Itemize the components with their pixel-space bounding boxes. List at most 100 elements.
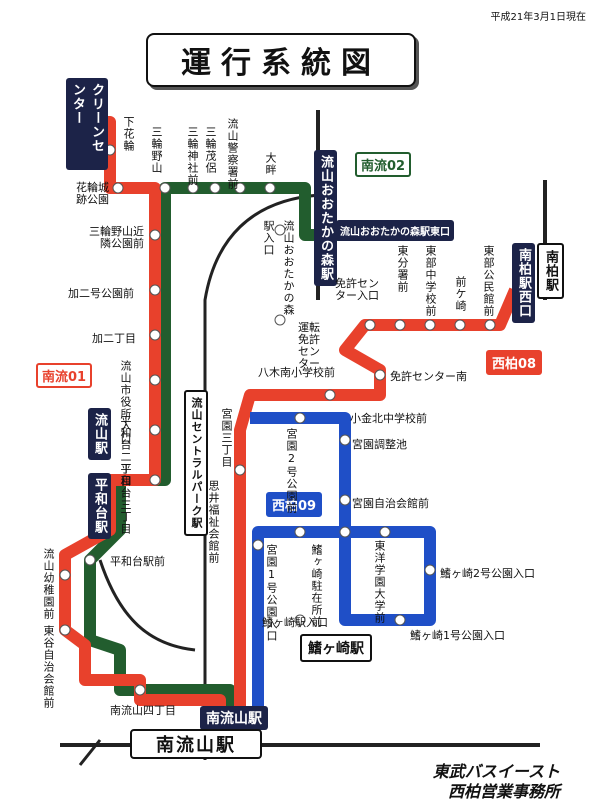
stop-label: 宮園1号公園入口 [265, 544, 278, 642]
stop-marker [59, 624, 71, 636]
stop-label: 流山市役所入口 [119, 360, 132, 444]
stop-label: 東部公民館前 [482, 245, 495, 317]
stop-marker [84, 554, 96, 566]
stop-label: 鰭ヶ崎駐在所前 [310, 544, 323, 628]
route-label-nishikashiwa09: 西柏09 [266, 492, 323, 517]
stop-label: 駅入口 [262, 220, 275, 256]
stop-marker [394, 614, 406, 626]
stop-label: 運転免許センター [298, 321, 320, 370]
stop-label: 小金北中学校前 [350, 412, 427, 425]
route-label-nagare01: 南流01 [36, 363, 93, 388]
route-label-nishikashiwa08: 西柏08 [486, 350, 543, 375]
stop-label: 三輪茂侶 [204, 126, 217, 174]
station-minami-nagareyama[interactable]: 南流山駅 [200, 706, 268, 730]
stop-marker [424, 564, 436, 576]
stop-label: 宮園自治会館前 [352, 497, 429, 510]
station-central-park[interactable]: 流山セントラルパーク駅 [184, 390, 208, 536]
stop-marker [339, 494, 351, 506]
stop-marker [252, 539, 264, 551]
stop-label: 東分署前 [396, 245, 409, 293]
stop-label: 鰭ヶ崎1号公園入口 [410, 629, 505, 642]
stop-marker [112, 182, 124, 194]
stop-label: 平和台三丁目 [119, 463, 132, 535]
stop-marker [149, 229, 161, 241]
stop-label: 八木南小学校前 [258, 366, 335, 379]
stop-marker [394, 319, 406, 331]
stop-marker [59, 569, 71, 581]
stop-marker [379, 526, 391, 538]
route-label-nagare02: 南流02 [355, 152, 412, 177]
stop-label: 流山おおたかの森 [282, 220, 295, 316]
stop-label: 免許センター入口 [335, 277, 379, 302]
map-title: 運行系統図 [146, 33, 416, 87]
stop-marker [264, 182, 276, 194]
stop-marker [159, 182, 171, 194]
stop-marker [294, 526, 306, 538]
route-line-nagare02 [84, 182, 355, 715]
stop-marker [294, 614, 306, 626]
stop-label: 宮園2号公園前 [285, 428, 298, 514]
office-name: 西柏営業事務所 [447, 782, 560, 801]
stop-label: 花輪城跡公園 [76, 181, 109, 206]
station-nagareyama[interactable]: 流山駅 [88, 408, 111, 460]
station-nagareyama-otakanomori[interactable]: 流山おおたかの森駅 [314, 150, 337, 286]
stop-label: 三輪野山近隣公園前 [89, 225, 144, 250]
stop-label: 平和台二丁目 [119, 415, 132, 487]
stop-marker [364, 319, 376, 331]
stop-marker [209, 182, 221, 194]
stop-marker [149, 374, 161, 386]
stop-label: 流山警察署前 [226, 118, 239, 190]
stop-marker [374, 369, 386, 381]
rail-line-musashino-branch [98, 559, 196, 652]
stop-marker [234, 182, 246, 194]
stop-label: 鰭ヶ崎2号公園入口 [440, 567, 535, 580]
stop-label: 大畔 [264, 152, 277, 176]
stop-label: 三輪神社前 [186, 126, 199, 186]
rail-line-musashino [203, 193, 321, 760]
station-minamikashiwa-west[interactable]: 南柏駅西口 [512, 243, 535, 323]
stop-label: 東洋学園大学前 [373, 540, 386, 624]
stop-marker [149, 284, 161, 296]
stop-label: 宮園調整池 [352, 438, 407, 451]
stop-marker [274, 224, 286, 236]
company-name: 東武バスイースト [432, 762, 560, 781]
stop-label: 三輪野山 [150, 126, 163, 174]
stop-marker [187, 182, 199, 194]
stop-marker [424, 319, 436, 331]
stop-marker [234, 464, 246, 476]
stop-label: 前ケ崎 [454, 276, 467, 312]
stop-marker [339, 434, 351, 446]
station-sakigasaki[interactable]: 鰭ヶ崎駅 [300, 634, 372, 662]
stop-label: 宮園三丁目 [220, 408, 233, 468]
station-heiwadai[interactable]: 平和台駅 [88, 473, 111, 539]
stop-label: 東部中学校前 [424, 245, 437, 317]
stop-label: 思井福祉会館前 [207, 480, 220, 564]
station-otakanomori-east[interactable]: 流山おおたかの森駅東口 [336, 220, 454, 241]
stop-label: 加二号公園前 [68, 287, 134, 300]
stop-marker [149, 474, 161, 486]
stop-label: 免許センター南 [390, 370, 467, 383]
stop-marker [149, 424, 161, 436]
stop-marker [324, 389, 336, 401]
stop-marker [454, 319, 466, 331]
stop-marker [484, 319, 496, 331]
stop-label: 下花輪 [122, 116, 135, 152]
station-minamikashiwa[interactable]: 南柏駅 [537, 243, 564, 299]
stop-marker [149, 329, 161, 341]
stop-label: 平和台駅前 [110, 555, 165, 568]
stop-marker [134, 684, 146, 696]
stop-label: 東谷自治会館前 [42, 625, 55, 709]
stop-label: 加二丁目 [92, 332, 136, 345]
stop-label: 鰭ヶ崎駅入口 [262, 616, 328, 629]
date-note: 平成21年3月1日現在 [490, 12, 586, 23]
rail-line-joban-2 [78, 739, 102, 766]
stop-marker [294, 412, 306, 424]
station-minami-nagareyama-main[interactable]: 南流山駅 [130, 729, 262, 759]
stop-label: 南流山四丁目 [110, 704, 176, 717]
stop-marker [274, 314, 286, 326]
stop-marker [339, 526, 351, 538]
station-clean-center[interactable]: クリーンセンター [66, 78, 108, 170]
route-line-nishikashiwa09 [250, 412, 436, 710]
stop-label: 流山幼稚園前 [42, 548, 55, 620]
